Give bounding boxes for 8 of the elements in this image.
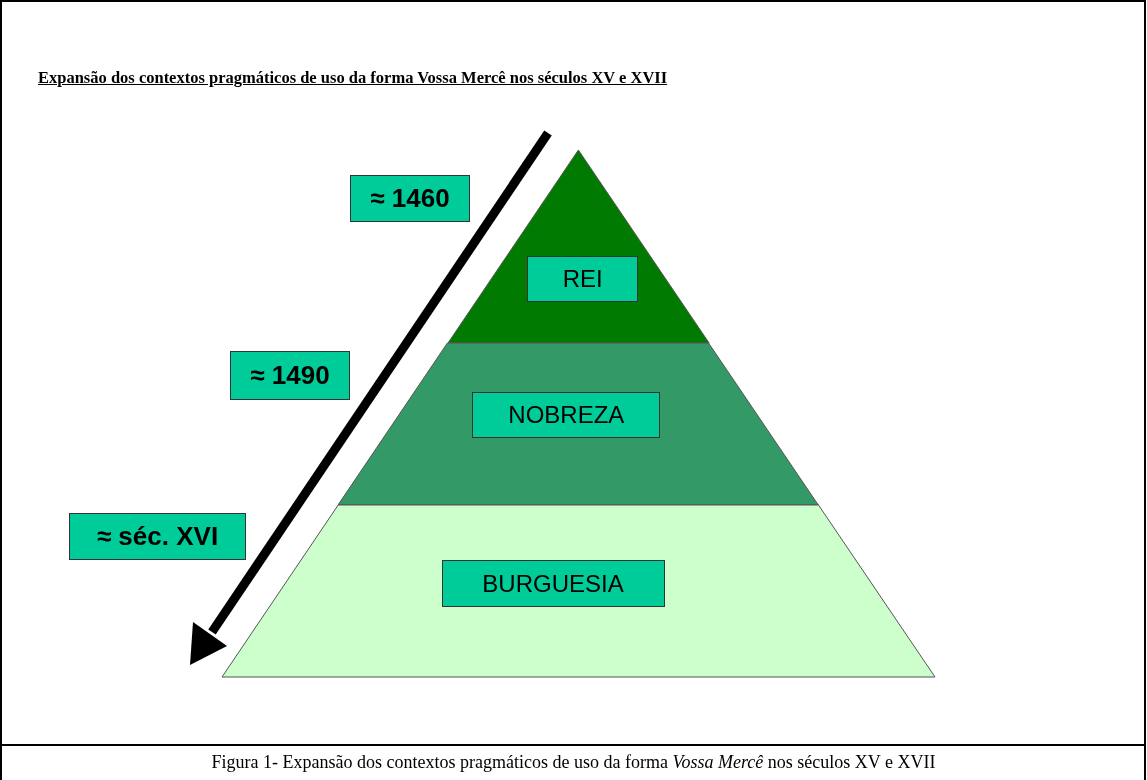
date-label: ≈ 1490 xyxy=(230,351,350,400)
title: Expansão dos contextos pragmáticos de uso da forma Vossa Mercê nos séculos XV e XVII xyxy=(38,68,668,88)
class-label: NOBREZA xyxy=(472,392,661,438)
class-label: BURGUESIA xyxy=(441,560,665,607)
date-label: ≈ 1460 xyxy=(350,175,470,222)
date-label: ≈ séc. XVI xyxy=(69,513,246,560)
class-label: REI xyxy=(527,256,639,302)
caption: Figura 1- Expansão dos contextos pragmáticos de uso da forma Vossa Mercê nos séculos XV e XVII xyxy=(210,752,937,773)
